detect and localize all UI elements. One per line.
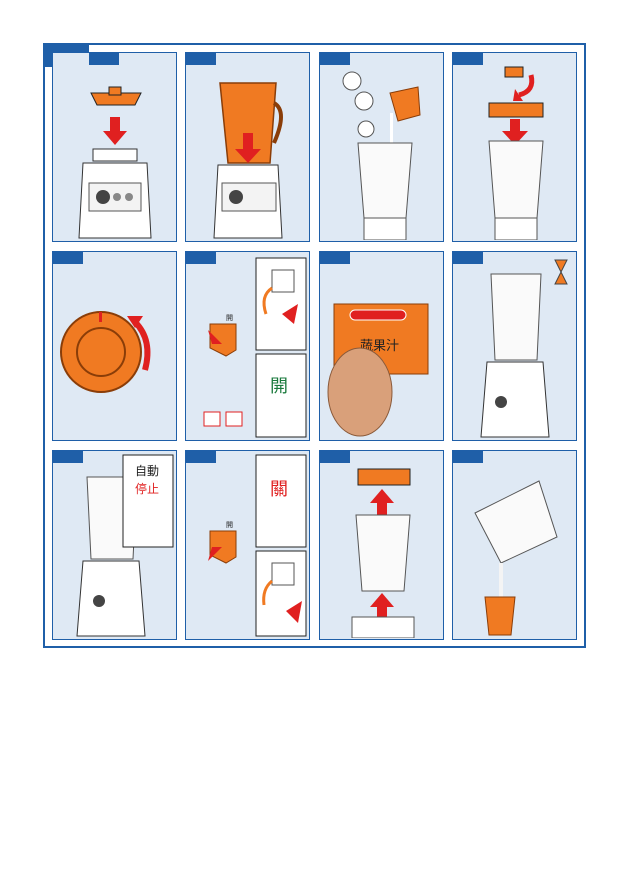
step-10-panel: 關 開 bbox=[185, 450, 310, 640]
control-dial-icon bbox=[61, 312, 141, 392]
step-1-panel bbox=[52, 52, 177, 242]
lid-icon bbox=[489, 103, 543, 117]
off-text: 關 bbox=[270, 479, 288, 500]
off-callout: 關 bbox=[256, 455, 306, 547]
stop-text: 停止 bbox=[135, 481, 159, 496]
glass-icon bbox=[485, 597, 515, 635]
up-arrow-icon-lower bbox=[370, 593, 394, 619]
lid-icon bbox=[358, 469, 410, 485]
finger-icon bbox=[328, 348, 392, 436]
power-switch-icon: 開 bbox=[210, 521, 236, 563]
motor-base-icon bbox=[352, 617, 414, 638]
fruit-pieces-icon bbox=[343, 72, 374, 137]
step-8-panel bbox=[452, 251, 577, 441]
blender-icon bbox=[481, 274, 549, 437]
step-9-panel: 自動 停止 bbox=[52, 450, 177, 640]
hourglass-icon bbox=[555, 260, 567, 284]
step-3-panel bbox=[319, 52, 444, 242]
unplug-callout bbox=[256, 551, 306, 636]
motor-base-icon bbox=[79, 149, 151, 238]
jar-icon bbox=[489, 141, 543, 240]
blade-base-icon bbox=[91, 87, 141, 105]
jar-icon bbox=[356, 515, 410, 591]
auto-text: 自動 bbox=[135, 464, 159, 478]
up-arrow-icon bbox=[370, 489, 394, 515]
switch-on-mark: 開 bbox=[226, 521, 233, 529]
indicator-lights-icon bbox=[204, 412, 242, 426]
auto-stop-callout: 自動 停止 bbox=[123, 455, 173, 547]
step-4-panel bbox=[452, 52, 577, 242]
step-12-panel bbox=[452, 450, 577, 640]
plug-callout bbox=[256, 258, 306, 350]
on-callout: 開 bbox=[256, 354, 306, 437]
on-text: 開 bbox=[270, 376, 288, 397]
switch-on-mark: 開 bbox=[226, 314, 233, 322]
step-6-panel: 開 開 bbox=[185, 251, 310, 441]
step-7-panel: 蔬果汁 bbox=[319, 251, 444, 441]
step-5-panel bbox=[52, 251, 177, 441]
down-arrow-icon bbox=[103, 117, 127, 145]
power-switch-icon: 開 bbox=[210, 314, 236, 356]
step-2-panel bbox=[185, 52, 310, 242]
lid-plug-icon bbox=[505, 67, 523, 77]
motor-base-icon bbox=[214, 165, 282, 238]
jar-icon bbox=[358, 143, 412, 240]
step-11-panel bbox=[319, 450, 444, 640]
curved-arrow-icon bbox=[513, 75, 532, 101]
pouring-jar-icon bbox=[475, 481, 557, 597]
